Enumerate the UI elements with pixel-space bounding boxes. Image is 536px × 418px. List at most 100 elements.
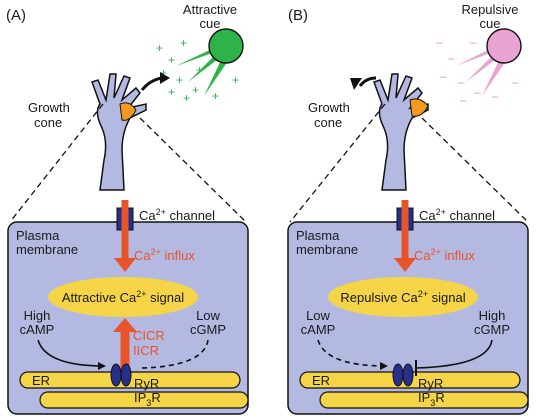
ip3r-label: IP3R	[134, 390, 161, 408]
er-label: ER	[312, 373, 330, 388]
growth-cone-ca-hotspot	[409, 98, 429, 117]
plus-sign: +	[160, 66, 167, 80]
zoom-line-left	[289, 103, 386, 223]
plus-sign: +	[212, 89, 219, 103]
turning-arrow	[358, 76, 377, 87]
plus-sign: +	[192, 83, 199, 97]
cue-label-line1: Repulsive	[461, 2, 518, 17]
zoom-line-left	[9, 103, 104, 223]
panel-label-a: (A)	[6, 7, 26, 24]
ca-influx-label: Ca2+ influx	[134, 247, 195, 263]
influx-arrow-shaft	[121, 200, 129, 260]
growth-cone-label-line2: cone	[34, 115, 62, 130]
release-arrow-shaft	[120, 330, 130, 374]
left-regulator-line2: cAMP	[20, 322, 55, 337]
panel-a: (A) Attractive cue + + + + + + + + + + +	[6, 2, 249, 415]
attractive-signal-label: Attractive Ca2+ signal	[62, 289, 184, 305]
zoom-line-right	[139, 117, 247, 223]
influx-arrowhead	[114, 258, 136, 272]
er-label: ER	[32, 373, 50, 388]
cue-ray	[456, 46, 496, 66]
cgmp-weak-link	[141, 339, 209, 369]
repulsive-signal-label: Repulsive Ca2+ signal	[340, 289, 465, 305]
cue-label-line1: Attractive	[183, 2, 237, 17]
turning-arrowhead	[350, 78, 362, 90]
growth-cone-label-line1: Growth	[28, 100, 70, 115]
right-regulator-line2: cGMP	[190, 322, 226, 337]
plus-sign: +	[183, 91, 190, 105]
turning-arrow	[140, 76, 163, 91]
ca-channel-label: Ca2+ channel	[419, 207, 495, 223]
panel-b: (B) Repulsive cue – – – – – – – – –	[287, 2, 529, 415]
minus-sign: –	[448, 51, 455, 65]
membrane-label-line2: membrane	[296, 242, 358, 257]
plus-sign: +	[196, 63, 203, 77]
minus-sign: –	[470, 35, 477, 49]
turning-arrowhead	[160, 72, 170, 84]
panel-label-b: (B)	[288, 7, 308, 24]
repulsive-signal-ellipse	[328, 277, 478, 317]
cue-ray	[482, 54, 508, 96]
plus-sign: +	[168, 85, 175, 99]
release-arrowhead	[113, 318, 137, 332]
er-tubule-lower	[39, 391, 249, 409]
ip3r-channel	[120, 363, 132, 387]
left-regulator-line1: Low	[306, 308, 330, 323]
membrane-label-line1: Plasma	[296, 228, 340, 243]
ryr-channel	[392, 363, 404, 387]
er-tubule-lower	[319, 391, 529, 409]
minus-sign: –	[512, 75, 519, 89]
cicr-label: CICR	[133, 328, 165, 343]
ryr-label: RyR	[134, 376, 159, 391]
growth-cone-label-line1: Growth	[308, 100, 350, 115]
plus-sign: +	[180, 36, 187, 50]
iicr-label: IICR	[133, 343, 159, 358]
minus-sign: –	[458, 75, 465, 89]
growth-cone-ca-hotspot	[119, 102, 137, 121]
growth-cone	[91, 73, 147, 191]
ca-influx-label: Ca2+ influx	[414, 247, 475, 263]
minus-sign: –	[460, 93, 467, 107]
growth-cone	[373, 73, 429, 191]
cgmp-inhibition-line	[415, 339, 493, 369]
camp-activation-arrow	[37, 339, 106, 370]
repulsive-cue-circle	[486, 28, 522, 64]
minus-sign: –	[474, 85, 481, 99]
left-regulator-line1: High	[24, 308, 51, 323]
minus-sign: –	[436, 35, 443, 49]
cue-ray	[176, 46, 218, 66]
repulsive-cue: Repulsive cue – – – – – – – – –	[436, 2, 522, 107]
neurite	[373, 73, 429, 191]
cue-ray	[204, 54, 230, 96]
ip3r-channel	[402, 363, 414, 387]
ryr-channel	[110, 363, 122, 387]
ryr-label: RyR	[418, 376, 443, 391]
ca-channel-label: Ca2+ channel	[139, 207, 215, 223]
neurite	[91, 73, 147, 191]
influx-arrowhead	[394, 258, 416, 272]
right-regulator-line1: High	[479, 308, 506, 323]
plus-sign: +	[232, 73, 239, 87]
growth-cone-label-line2: cone	[314, 115, 342, 130]
endoplasmic-reticulum	[19, 371, 249, 409]
zoom-line-right	[421, 117, 529, 223]
influx-arrow-shaft	[401, 200, 409, 260]
plus-sign: +	[168, 53, 175, 67]
left-regulator-line2: cAMP	[301, 322, 336, 337]
plus-sign: +	[156, 41, 163, 55]
attractive-cue: Attractive cue + + + + + + + + + + +	[156, 2, 244, 105]
attractive-signal-ellipse	[48, 277, 198, 317]
plus-sign: +	[176, 73, 183, 87]
attractive-cue-circle	[208, 28, 244, 64]
ip3r-label: IP3R	[418, 390, 445, 408]
membrane-label-line2: membrane	[16, 242, 78, 257]
right-regulator-line1: Low	[196, 308, 220, 323]
right-regulator-line2: cGMP	[474, 322, 510, 337]
minus-sign: –	[440, 69, 447, 83]
camp-weak-arrow	[317, 339, 388, 370]
membrane-label-line1: Plasma	[16, 228, 60, 243]
cue-label-line2: cue	[480, 16, 501, 31]
cue-label-line2: cue	[200, 16, 221, 31]
minus-sign: –	[492, 89, 499, 103]
